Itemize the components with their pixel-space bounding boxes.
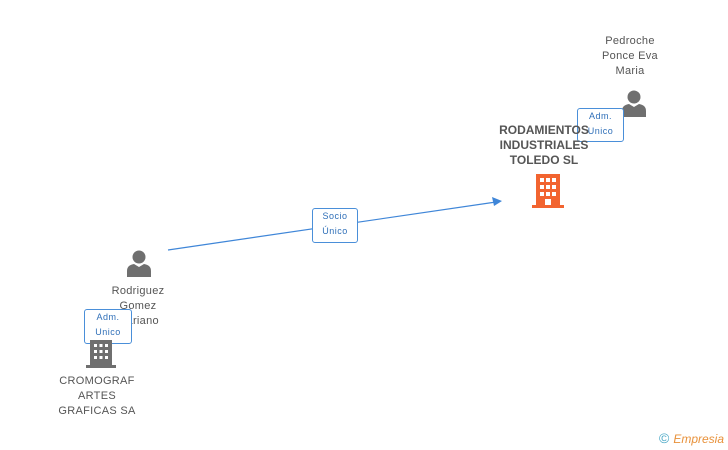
socio-badge-line-2: Único xyxy=(322,226,348,236)
person-top-label-line-1: Pedroche xyxy=(605,35,655,47)
person-top-label[interactable]: Pedroche Ponce Eva Maria xyxy=(585,34,675,79)
company-bottom-building-icon[interactable] xyxy=(86,340,116,368)
badge-left-line-1: Adm. xyxy=(96,312,120,322)
empresia-logo[interactable]: Empresia xyxy=(673,432,724,446)
empresia-footer: ©Empresia xyxy=(659,430,724,446)
company-main-label-line-1: RODAMIENTOS xyxy=(499,123,589,137)
socio-unico-badge[interactable]: Socio Único xyxy=(312,208,358,243)
person-top-icon[interactable] xyxy=(621,89,647,117)
company-bottom-label-line-2: ARTES xyxy=(78,390,116,402)
adm-unico-badge-top[interactable]: Adm. Unico xyxy=(577,108,624,142)
badge-top-line-2: Unico xyxy=(587,126,614,136)
badge-top-line-1: Adm. xyxy=(588,111,612,121)
company-main-label-line-2: INDUSTRIALES xyxy=(499,138,589,152)
copyright-icon: © xyxy=(658,430,670,446)
company-main-building-icon[interactable] xyxy=(532,174,564,208)
edge-arrowhead xyxy=(492,197,502,206)
company-main-label[interactable]: RODAMIENTOS INDUSTRIALES TOLEDO SL xyxy=(494,123,594,168)
socio-badge-line-1: Socio xyxy=(322,211,348,221)
person-left-label-line-1: Rodriguez xyxy=(111,285,165,297)
person-left-icon[interactable] xyxy=(125,249,153,277)
person-top-label-line-2: Ponce Eva xyxy=(602,50,658,62)
company-main-label-line-3: TOLEDO SL xyxy=(509,153,579,167)
company-bottom-label[interactable]: CROMOGRAF ARTES GRAFICAS SA xyxy=(52,374,142,419)
company-bottom-label-line-3: GRAFICAS SA xyxy=(58,405,136,417)
person-top-label-line-3: Maria xyxy=(615,65,645,77)
badge-left-line-2: Unico xyxy=(95,327,121,337)
company-bottom-label-line-1: CROMOGRAF xyxy=(59,375,135,387)
adm-unico-badge-left[interactable]: Adm. Unico xyxy=(84,309,132,344)
